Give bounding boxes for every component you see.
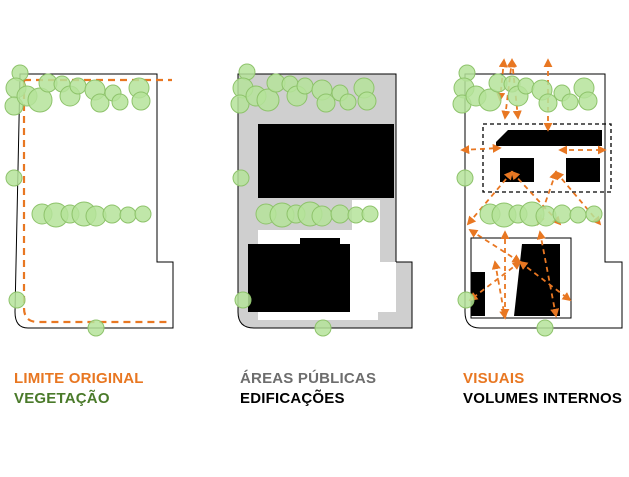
- vegetation-group: [452, 64, 603, 337]
- tree-canopy: [8, 291, 26, 309]
- building-upper: [258, 124, 394, 198]
- volume-upper-bar: [496, 130, 602, 146]
- tree-canopy: [111, 93, 129, 111]
- caption-line1: VISUAIS: [463, 370, 525, 387]
- view-arrow: [460, 143, 502, 155]
- tree-canopy: [357, 91, 377, 111]
- panel-original-limit: [4, 64, 174, 337]
- tree-canopy: [316, 93, 336, 113]
- tree-canopy: [87, 319, 105, 337]
- volume-left-block: [500, 158, 534, 182]
- tree-canopy: [314, 319, 332, 337]
- caption-limit-original: LIMITE ORIGINAL: [14, 371, 144, 386]
- panel-views: [452, 58, 623, 337]
- caption-line2: EDIFICAÇÕES: [240, 390, 345, 407]
- site-outline: [14, 73, 174, 329]
- tree-canopy: [561, 93, 579, 111]
- caption-vegetation: VEGETAÇÃO: [14, 391, 110, 406]
- tree-canopy: [457, 291, 475, 309]
- tree-canopy: [238, 63, 256, 81]
- tree-canopy: [517, 77, 535, 95]
- tree-canopy: [232, 169, 250, 187]
- tree-canopy: [134, 205, 152, 223]
- tree-canopy: [119, 206, 137, 224]
- tree-canopy: [69, 77, 87, 95]
- tree-canopy: [5, 169, 23, 187]
- tree-canopy: [90, 93, 110, 113]
- tree-canopy: [578, 91, 598, 111]
- tree-canopy: [552, 204, 572, 224]
- tree-canopy: [478, 88, 502, 112]
- caption-line1: ÁREAS PÚBLICAS: [240, 370, 377, 387]
- tree-canopy: [569, 206, 587, 224]
- tree-canopy: [536, 319, 554, 337]
- tree-canopy: [456, 169, 474, 187]
- volume-lower-left: [471, 272, 485, 316]
- caption-public-areas: ÁREAS PÚBLICAS: [240, 371, 376, 386]
- tree-canopy: [256, 88, 280, 112]
- volume-right-block: [566, 158, 600, 182]
- tree-canopy: [311, 205, 333, 227]
- caption-internal-volumes: VOLUMES INTERNOS: [463, 391, 622, 406]
- private-lot-white-right: [352, 200, 396, 312]
- tree-canopy: [361, 205, 379, 223]
- caption-line1: LIMITE ORIGINAL: [14, 370, 144, 387]
- tree-canopy: [585, 205, 603, 223]
- view-arrow: [466, 170, 514, 226]
- caption-line2: VOLUMES INTERNOS: [463, 390, 623, 407]
- tree-canopy: [102, 204, 122, 224]
- panel-public-areas: [230, 63, 413, 337]
- building-lower-top: [300, 238, 340, 246]
- caption-views: VISUAIS: [463, 371, 524, 386]
- vegetation-group: [230, 63, 379, 337]
- tree-canopy: [339, 93, 357, 111]
- building-lower: [248, 244, 350, 312]
- vegetation-group: [4, 64, 152, 337]
- caption-line2: VEGETAÇÃO: [14, 390, 110, 407]
- tree-canopy: [230, 94, 250, 114]
- caption-buildings: EDIFICAÇÕES: [240, 391, 345, 406]
- tree-canopy: [234, 291, 252, 309]
- tree-canopy: [538, 93, 558, 113]
- tree-canopy: [296, 77, 314, 95]
- tree-canopy: [131, 91, 151, 111]
- view-arrow: [468, 229, 522, 263]
- tree-canopy: [330, 204, 350, 224]
